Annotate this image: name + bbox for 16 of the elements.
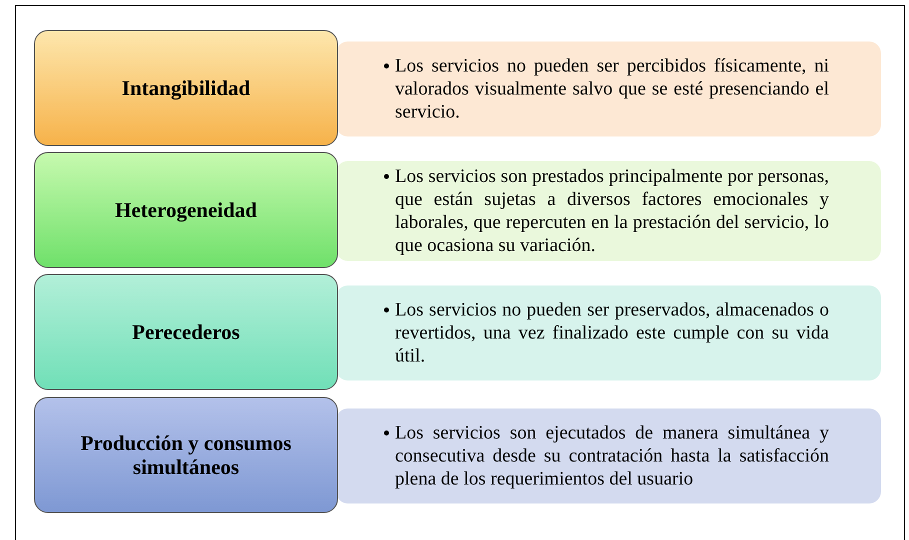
description-panel [336, 42, 881, 136]
category-title: Perecederos [132, 320, 240, 344]
category-box [34, 274, 338, 390]
category-box [34, 152, 338, 268]
description-panel [336, 408, 881, 504]
description-text: Los servicios no pueden ser percibidos físicamente, ni valorados visualmente salvo que se esté presenciando el servicio. [395, 54, 829, 124]
description-panel [336, 286, 881, 380]
category-title: Heterogeneidad [115, 198, 257, 222]
category-box [34, 397, 338, 513]
description-text: Los servicios son ejecutados de manera simultánea y consecutiva desde su contratación hasta la satisfacción plena de los requerimientos del usuario [395, 422, 829, 490]
category-box [34, 30, 338, 146]
category-title: Intangibilidad [122, 76, 250, 100]
description-panel [336, 161, 881, 261]
category-title: Producción y consumos simultáneos [80, 431, 292, 479]
description-text: Los servicios no pueden ser preservados, almacenados o revertidos, una vez finalizado este cumple con su vida útil. [395, 298, 829, 368]
description-text: Los servicios son prestados principalmente por personas, que están sujetas a diversos factores emocionales y laborales, que repercuten en la prestación del servicio, lo que ocasiona su variación. [395, 165, 829, 257]
